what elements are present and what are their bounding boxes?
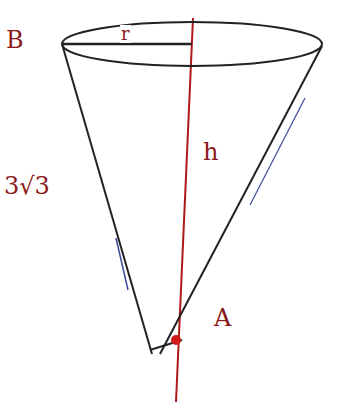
label: r (120, 25, 131, 43)
cone-side (62, 44, 152, 354)
label: 3√3 (4, 174, 50, 198)
cone-base (62, 22, 322, 66)
cone-side (160, 46, 322, 354)
axis-line (176, 18, 193, 402)
radius-line (62, 43, 192, 46)
label: A (214, 306, 231, 330)
label: h (203, 140, 218, 164)
label: B (6, 28, 24, 52)
side-mark (116, 238, 128, 290)
apex-dot (171, 335, 181, 345)
side-mark (250, 98, 305, 205)
